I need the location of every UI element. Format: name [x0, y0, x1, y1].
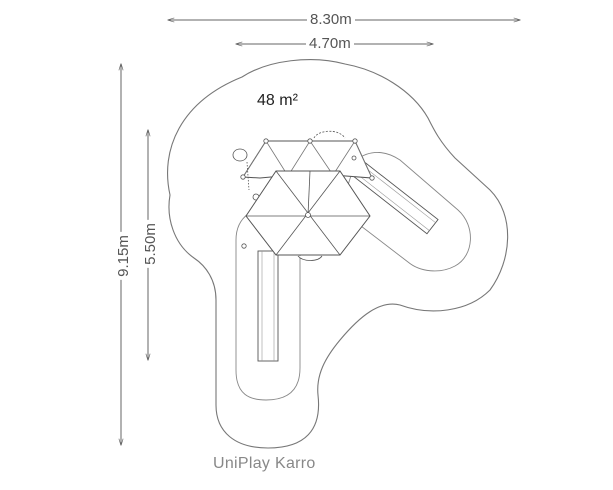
overall-height-label: 9.15m	[115, 232, 132, 280]
structure-width-label: 4.70m	[306, 36, 354, 52]
area-label: 48 m²	[257, 92, 298, 109]
product-name: UniPlay Karro	[213, 455, 316, 472]
slide-vertical	[257, 250, 279, 362]
step-under-platform	[297, 255, 323, 261]
climbing-ring	[232, 148, 248, 162]
triangular-roof-top	[240, 138, 375, 181]
roof-hatch-detail	[313, 130, 346, 139]
slide-vertical-zone	[235, 210, 301, 401]
slide-diagonal-zone	[339, 152, 471, 272]
structure-height-label: 5.50m	[142, 220, 159, 268]
hexagonal-roof	[241, 170, 371, 256]
overall-width-label: 8.30m	[307, 12, 355, 28]
safety-zone-outline	[167, 59, 509, 449]
